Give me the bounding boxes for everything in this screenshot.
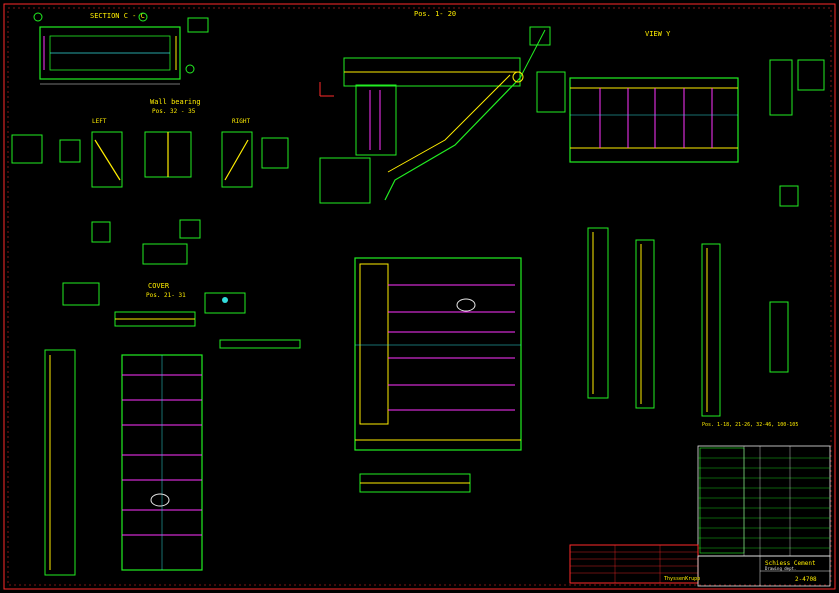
wall-bearing-pos: Pos. 32 - 35	[152, 108, 196, 115]
wall-bearing-detail: Wall bearing Pos. 32 - 35 LEFT RIGHT	[11, 98, 289, 265]
vertical-members	[587, 227, 789, 417]
title-manufacturer: ThyssenKrupp	[664, 576, 700, 582]
view-y-title: VIEW Y	[645, 30, 671, 38]
section-cc-title: SECTION C - C	[90, 12, 145, 20]
cover-title: COVER	[148, 282, 170, 290]
parts-list-table	[697, 445, 831, 557]
title-block: Schiess Cement Drawing dept. ThyssenKrup…	[664, 555, 831, 587]
pos-1-20-title: Pos. 1- 20	[414, 10, 456, 18]
cover-pos: Pos. 21- 31	[146, 292, 186, 299]
drawing-frame	[3, 3, 836, 590]
title-company-sub: Drawing dept.	[765, 566, 796, 571]
title-company: Schiess Cement	[765, 560, 816, 567]
hopper-plan-view	[354, 257, 522, 493]
cover-detail: COVER Pos. 21- 31	[62, 282, 301, 349]
view-y: VIEW Y	[536, 30, 825, 207]
right-label: RIGHT	[232, 118, 250, 125]
pos-1-20-elevation: Pos. 1- 20	[319, 10, 551, 204]
title-drawing-number: 2-4708	[795, 576, 817, 583]
left-label: LEFT	[92, 118, 107, 125]
section-cc-view: SECTION C - C	[33, 12, 209, 85]
part-numbers-note: Pos. 1-18, 21-26, 32-46, 100-105	[702, 422, 798, 428]
wall-bearing-title: Wall bearing	[150, 98, 201, 106]
cover-plate-view	[44, 349, 203, 576]
axis-arrow-icon	[319, 82, 334, 97]
drawing-border-inner	[7, 7, 832, 586]
